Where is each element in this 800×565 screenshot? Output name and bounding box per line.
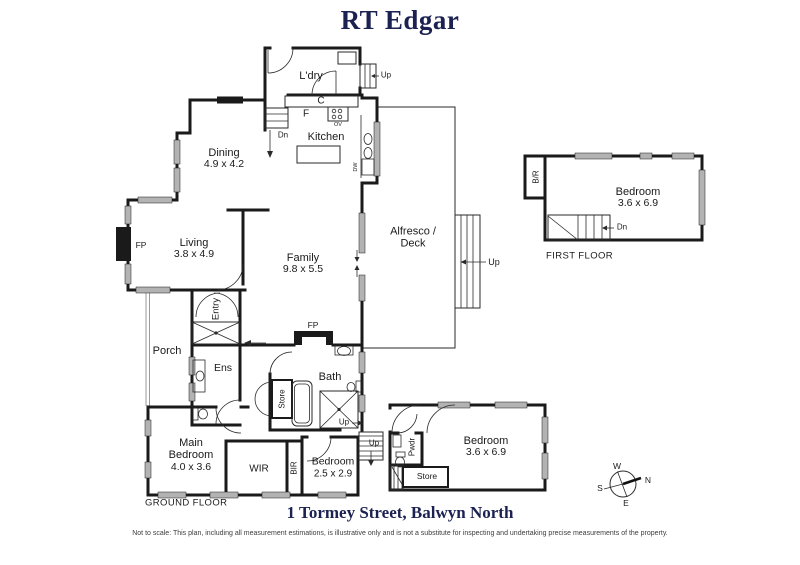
room-label-bedroom3: Bedroom 3.6 x 6.9 [463, 434, 509, 459]
compass-west-label: W [612, 461, 622, 471]
room-label-first-bedroom: Bedroom 3.6 x 6.9 [615, 185, 661, 210]
up-label-stairs-1: Up [338, 417, 350, 427]
cupboard-label: C [317, 95, 325, 107]
stairs [264, 63, 614, 491]
brand-title: RT Edgar [340, 5, 460, 35]
room-label-main-bedroom: Main Bedroom 4.0 x 3.6 [168, 436, 214, 473]
disclaimer-text: Not to scale: This plan, including all m… [132, 530, 668, 537]
room-label-entry: Entry [210, 297, 222, 321]
room-label-laundry: L'dry [299, 69, 323, 82]
compass-north-label: N [644, 475, 652, 485]
ground-floor-label: GROUND FLOOR [145, 497, 228, 509]
room-label-bedroom2: Bedroom 2.5 x 2.9 [311, 455, 355, 480]
oven-label: OV [334, 121, 342, 128]
fridge-label: F [302, 108, 310, 120]
room-label-alfresco: Alfresco / Deck [390, 225, 436, 250]
alfresco-deck-outline [362, 106, 486, 349]
room-label-living: Living 3.8 x 4.9 [173, 236, 215, 261]
windows [124, 121, 706, 499]
room-label-powder: Pwdr [407, 437, 417, 457]
property-address: 1 Tormey Street, Balwyn North [286, 503, 514, 522]
up-label-stairs-2: Up [368, 438, 380, 448]
fixtures [191, 51, 449, 488]
fireplace-label-family: FP [307, 320, 319, 331]
room-label-wir: WIR [249, 463, 269, 475]
room-label-ensuite: Ens [213, 362, 233, 375]
room-label-dining: Dining 4.9 x 4.2 [203, 146, 245, 171]
doors [195, 47, 456, 462]
compass-south-label: S [597, 483, 603, 493]
up-label-laundry: Up [380, 70, 392, 80]
room-label-porch: Porch [152, 344, 182, 357]
first-floor-walls [523, 154, 704, 242]
down-label-first-floor: Dn [616, 222, 628, 232]
up-label-deck: Up [488, 256, 500, 267]
fireplace-label-living: FP [135, 240, 147, 251]
compass [603, 470, 642, 498]
room-label-family: Family 9.8 x 5.5 [282, 251, 324, 276]
room-label-kitchen: Kitchen [307, 130, 345, 143]
room-label-first-robe: B/R [531, 170, 541, 184]
dishwasher-label: DW [353, 162, 359, 172]
down-label-kitchen: Dn [277, 130, 289, 140]
room-label-bath-store: Store [277, 389, 287, 409]
first-floor-label: FIRST FLOOR [546, 250, 614, 262]
compass-east-label: E [623, 498, 629, 508]
room-label-bath: Bath [318, 370, 342, 383]
room-label-bir: BIR [289, 461, 299, 475]
porch-outline [145, 292, 150, 406]
fireplaces-and-lintels [116, 96, 333, 345]
room-label-rear-store: Store [416, 471, 438, 482]
